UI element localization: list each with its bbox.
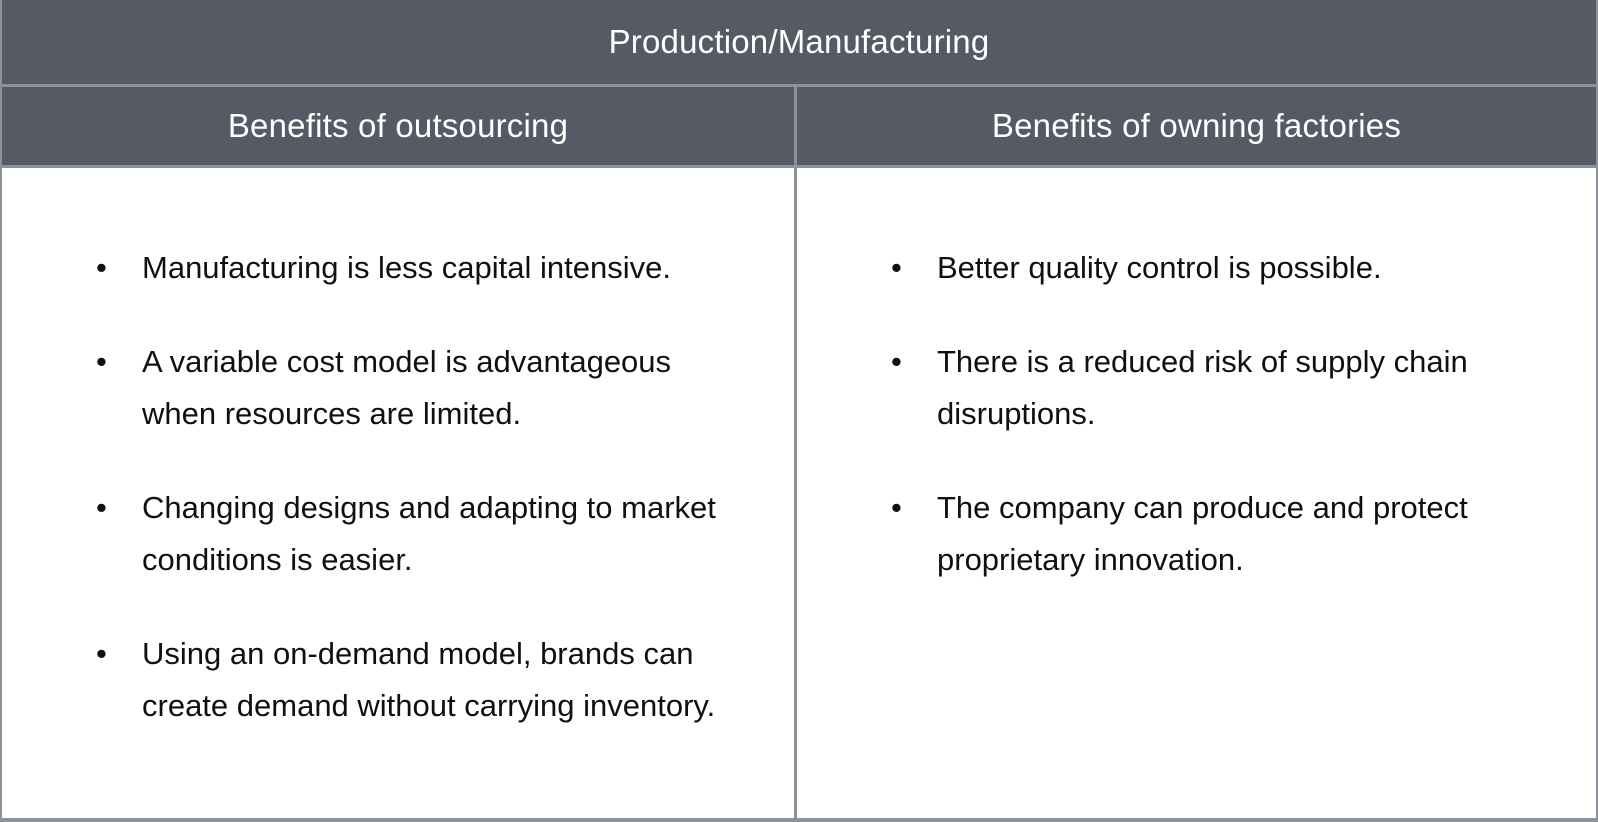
- owning-factories-benefits-cell: Better quality control is possible. Ther…: [797, 168, 1596, 818]
- list-item: Better quality control is possible.: [891, 242, 1537, 294]
- list-item: Using an on-demand model, brands can cre…: [96, 628, 742, 732]
- list-item: There is a reduced risk of supply chain …: [891, 336, 1537, 440]
- column-header-owning-factories: Benefits of owning factories: [797, 87, 1596, 165]
- outsourcing-benefits-cell: Manufacturing is less capital intensive.…: [2, 168, 797, 818]
- list-item: Changing designs and adapting to market …: [96, 482, 742, 586]
- table-body-row: Manufacturing is less capital intensive.…: [2, 168, 1596, 818]
- column-header-owning-factories-label: Benefits of owning factories: [991, 107, 1402, 144]
- outsourcing-benefits-list: Manufacturing is less capital intensive.…: [2, 242, 794, 732]
- list-item: Manufacturing is less capital intensive.: [96, 242, 742, 294]
- column-header-row: Benefits of outsourcing Benefits of owni…: [2, 87, 1596, 168]
- table-title: Production/Manufacturing: [608, 23, 990, 60]
- column-header-outsourcing: Benefits of outsourcing: [2, 87, 797, 165]
- owning-factories-benefits-list: Better quality control is possible. Ther…: [797, 242, 1596, 586]
- table-title-row: Production/Manufacturing: [2, 0, 1596, 87]
- column-header-outsourcing-label: Benefits of outsourcing: [227, 107, 569, 144]
- list-item: A variable cost model is advantageous wh…: [96, 336, 742, 440]
- list-item: The company can produce and protect prop…: [891, 482, 1537, 586]
